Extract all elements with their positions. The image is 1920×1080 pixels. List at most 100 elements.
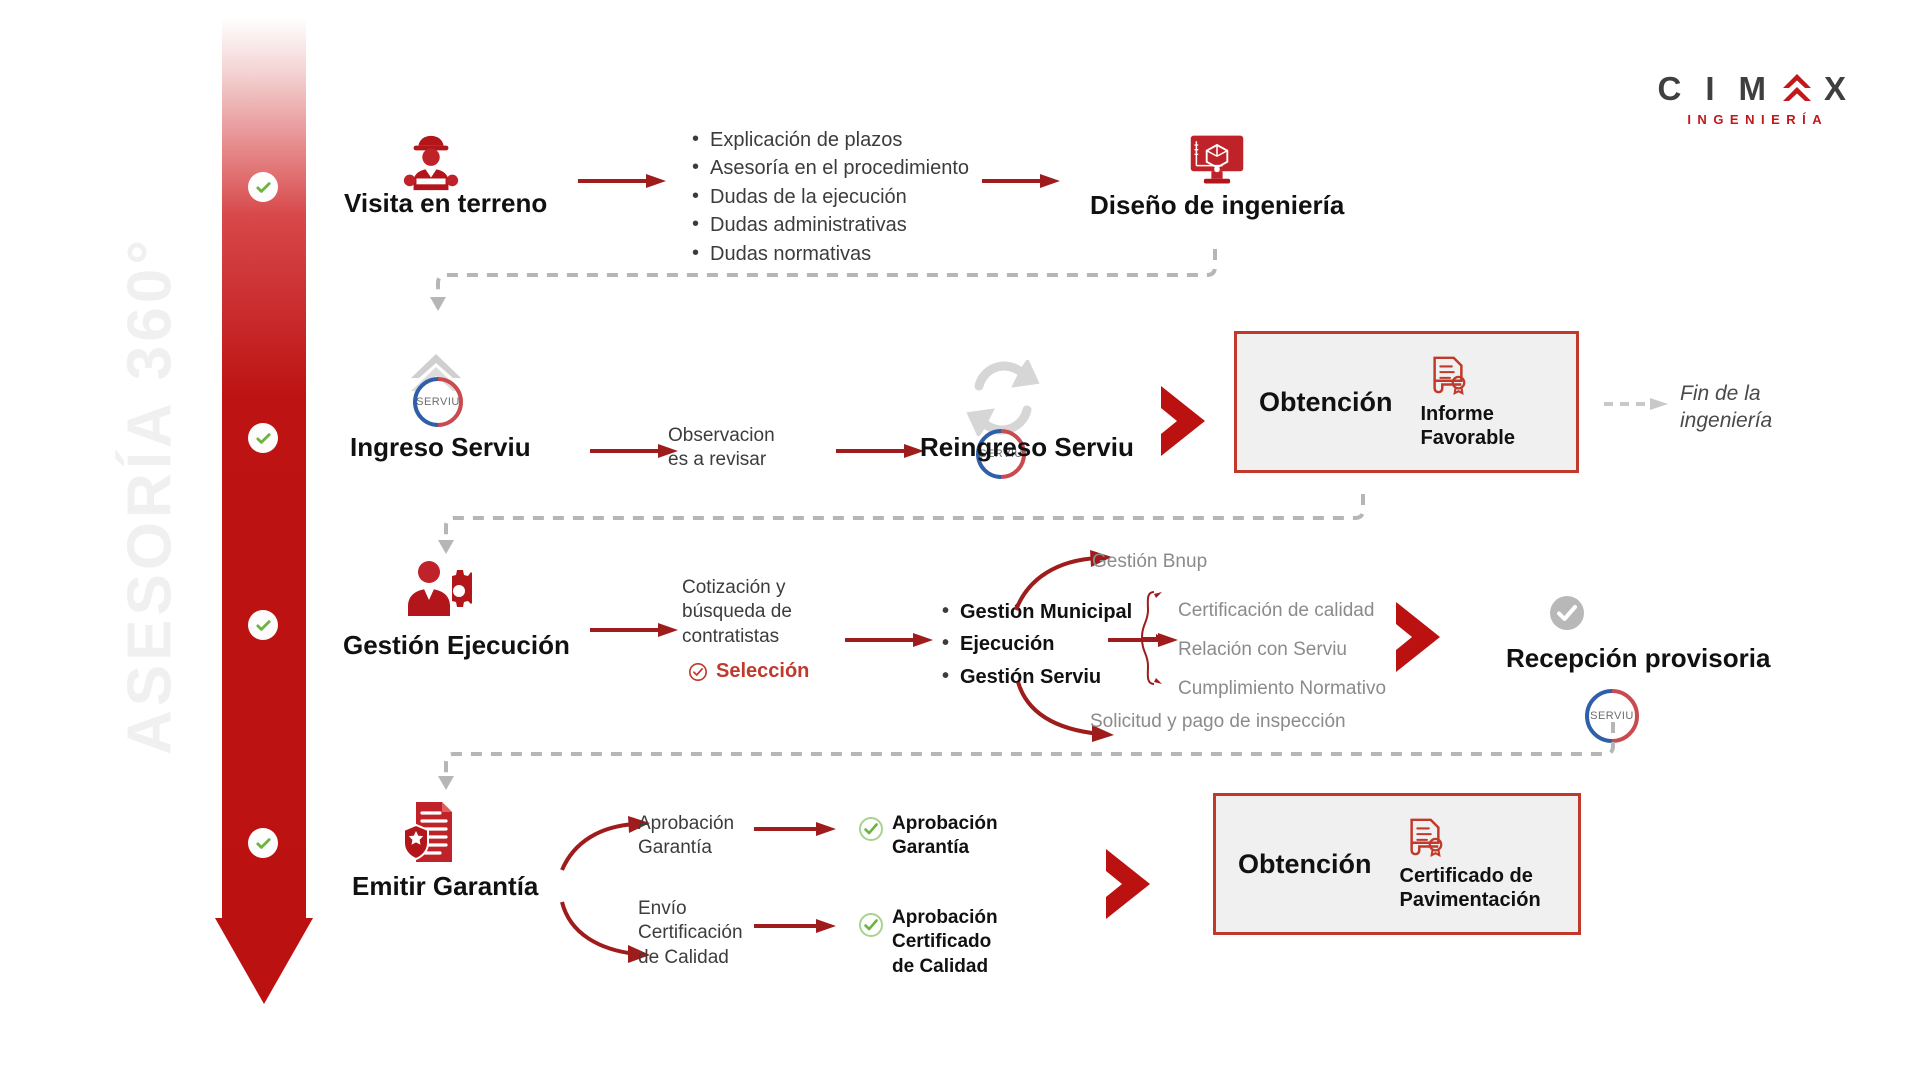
vertical-title: ASESORÍA 360° [115, 236, 185, 755]
dashed-connector-1 [420, 245, 1220, 320]
row2-end-note: Fin de la ingeniería [1680, 380, 1830, 435]
serviu-logo-icon-3: SERVIU [1584, 688, 1640, 744]
row2-obtencion-box: Obtención Informe Favorable [1234, 331, 1579, 473]
row4-branch-b-result-line-3: de Calidad [892, 955, 989, 977]
row4-branch-b-line-1: Envío [638, 898, 687, 919]
row3-arrow-1 [590, 622, 680, 637]
row2-mid-line-2: es a revisar [668, 449, 767, 471]
dashed-connector-2 [428, 490, 1368, 565]
row3-chevron-forward-icon [1390, 598, 1450, 676]
timeline-check-3 [248, 610, 278, 640]
row3-title: Gestión Ejecución [343, 630, 570, 660]
row4-chevron-forward-icon [1100, 845, 1160, 923]
row2-end-note-line-2: ingeniería [1680, 409, 1773, 433]
row4-obtencion-label: Obtención [1238, 848, 1372, 879]
list-item: Dudas de la ejecución [690, 182, 969, 211]
row3-selection: Selección [688, 660, 809, 683]
dashed-connector-3 [428, 718, 1618, 803]
row4-curve-up-arrow [556, 812, 656, 879]
row4-branch-a-line-2: Garantía [638, 837, 712, 859]
row4-obt-sub-line-2: Pavimentación [1399, 889, 1541, 911]
logo-letter-c: C [1657, 70, 1694, 107]
row2-dashed-arrow [1604, 396, 1674, 410]
list-item: Gestión Municipal [940, 595, 1132, 628]
row3-mid-line-3: contratistas [682, 625, 780, 647]
row2-mid-line-1: Observacion [668, 425, 775, 446]
row1-bullet-list: Explicación de plazos Asesoría en el pro… [690, 125, 969, 268]
row2-arrow-2 [836, 443, 926, 458]
list-item: Dudas normativas [690, 239, 969, 268]
row4-branch-a-result-line-2: Garantía [892, 837, 970, 859]
list-item: Explicación de plazos [690, 125, 969, 154]
warranty-document-icon [400, 800, 464, 864]
timeline-bar [222, 18, 306, 918]
row4-branch-b-result: Aprobación Certificado de Calidad [892, 906, 1062, 979]
row4-curve-down-arrow [556, 898, 656, 973]
check-circle-red-icon [688, 662, 708, 682]
row4-branch-a-text: Aprobación Garantía [638, 812, 778, 861]
row2-obtencion-sub: Informe Favorable [1421, 402, 1515, 450]
row2-obtencion-label: Obtención [1259, 386, 1393, 417]
row1-end-title: Diseño de ingeniería [1090, 190, 1345, 220]
row2-mid-text: Observacion es a revisar [668, 424, 798, 473]
cad-monitor-icon [1186, 130, 1248, 190]
row3-end-title: Recepción provisoria [1506, 643, 1771, 673]
construction-worker-icon [398, 132, 464, 194]
cimax-logo: C I M X INGENIERÍA [1657, 72, 1858, 127]
row2-end-note-line-1: Fin de la [1680, 382, 1761, 405]
row2-title: Ingreso Serviu [350, 432, 531, 462]
logo-chevron-icon [1780, 72, 1814, 105]
row3-branch-top: Gestión Bnup [1092, 551, 1208, 572]
row3-curve-down-arrow [1012, 678, 1122, 749]
row3-curve-up-arrow [1010, 548, 1120, 619]
row3-sub-item-1: Certificación de calidad [1178, 600, 1375, 621]
timeline-arrow-head [215, 918, 313, 1004]
serviu-label: SERVIU [416, 396, 460, 408]
serviu-label: SERVIU [1590, 710, 1634, 722]
row3-sub-item-3: Cumplimiento Normativo [1178, 677, 1387, 699]
row1-arrow-1 [578, 173, 668, 188]
logo-wordmark: C I M X [1657, 72, 1858, 105]
row4-branch-b-result-line-1: Aprobación [892, 907, 998, 928]
row3-mid-line-1: Cotización y [682, 577, 786, 598]
logo-letter-x: X [1823, 70, 1858, 107]
list-item: Ejecución [940, 627, 1132, 660]
row2-chevron-forward-icon [1155, 382, 1215, 460]
timeline-check-2 [248, 423, 278, 453]
row3-mid-line-2: búsqueda de [682, 601, 792, 623]
row4-branch-a-result: Aprobación Garantía [892, 812, 1052, 861]
row2-obt-sub-line-2: Favorable [1420, 427, 1515, 449]
green-check-circle-icon-2 [858, 912, 884, 938]
row1-title: Visita en terreno [344, 188, 548, 218]
grey-check-circle-icon [1548, 594, 1586, 632]
row4-branch-a-line-1: Aprobación [638, 813, 735, 834]
row2-obt-sub-line-1: Informe [1420, 403, 1494, 425]
row4-obtencion-box: Obtención Certificado de Pavimentación [1213, 793, 1581, 935]
row4-title: Emitir Garantía [352, 871, 539, 901]
row4-branch-b-text: Envío Certificación de Calidad [638, 897, 788, 970]
timeline-check-1 [248, 172, 278, 202]
row3-sub-list: Certificación de calidad Relación con Se… [1178, 592, 1386, 709]
logo-letter-i: I [1705, 70, 1727, 107]
green-check-circle-icon-1 [858, 816, 884, 842]
row3-bullet-list: Gestión Municipal Ejecución Gestión Serv… [940, 595, 1132, 693]
row4-branch-a-result-line-1: Aprobación [892, 813, 998, 834]
serviu-logo-icon-2: SERVIU [975, 428, 1027, 480]
list-item: Dudas administrativas [690, 210, 969, 239]
list-item: Gestión Serviu [940, 660, 1132, 693]
certificate-icon [1404, 816, 1446, 858]
row2-arrow-1 [590, 443, 680, 458]
row4-branch-b-line-2: Certificación [638, 922, 743, 944]
row3-arrow-2 [845, 632, 935, 647]
row4-branch-b-line-3: de Calidad [638, 946, 729, 968]
serviu-label: SERVIU [979, 448, 1023, 460]
serviu-logo-icon-1: SERVIU [412, 376, 464, 428]
logo-letter-m: M [1738, 70, 1778, 107]
row3-selection-label: Selección [716, 660, 810, 682]
row3-branch-bottom: Solicitud y pago de inspección [1090, 711, 1346, 732]
certificate-icon [1427, 354, 1469, 396]
row4-branch-b-result-line-2: Certificado [892, 931, 992, 953]
row3-brace-icon [1138, 588, 1174, 693]
serviu-refresh-icon [963, 357, 1043, 439]
